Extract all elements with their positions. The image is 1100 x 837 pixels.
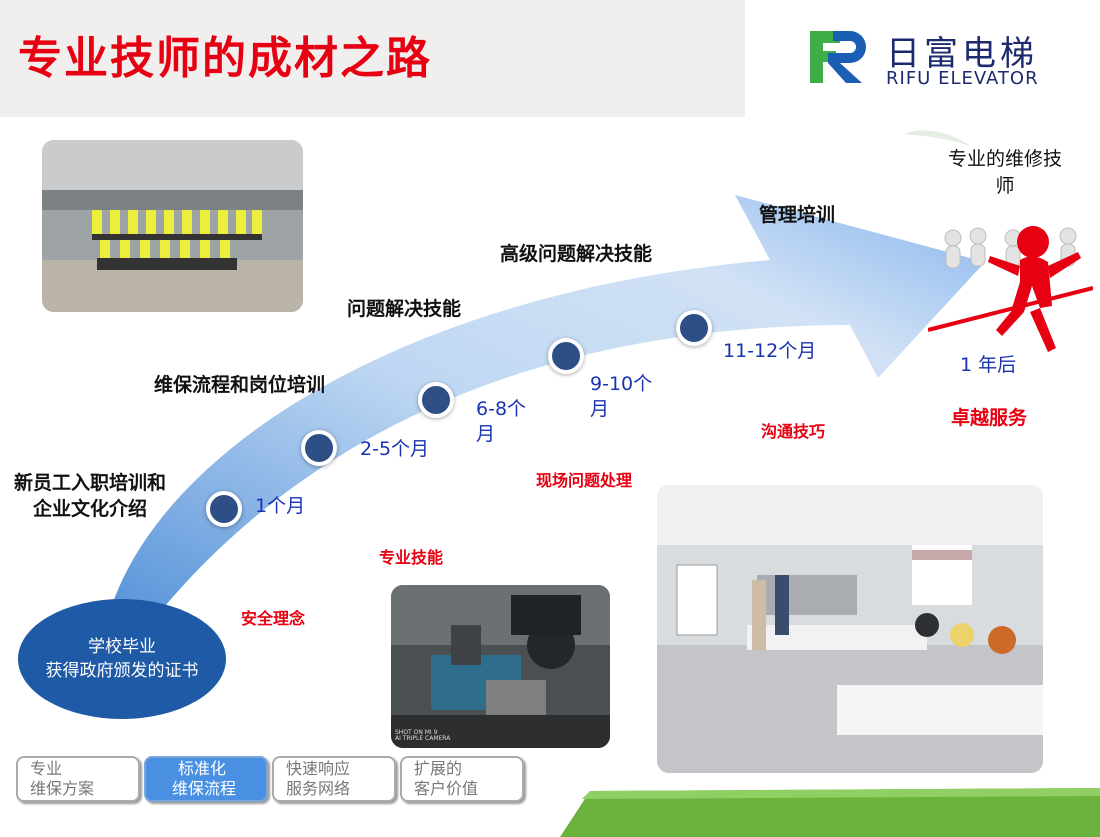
skill-safety: 安全理念 [241,609,306,628]
start-graduation-oval: 学校毕业 获得政府颁发的证书 [18,599,226,719]
tab-label-line1: 快速响应 [286,759,351,778]
milestone-dot-5 [676,310,712,346]
logo-english-name: RIFU ELEVATOR [886,68,1039,89]
period-1-month: 1个月 [255,495,306,517]
milestone-dot-1 [206,491,242,527]
tab-label-line2: 维保流程 [172,779,237,798]
period-2-5-months: 2-5个月 [360,438,430,460]
stage-advanced-problem-solving: 高级问题解决技能 [500,243,653,265]
title-band [0,0,745,117]
tab-label-line2: 服务网络 [286,779,351,798]
tab-label-line1: 扩展的 [414,759,463,778]
tab-standard-process[interactable]: 标准化 维保流程 [144,756,268,802]
tab-professional-plan[interactable]: 专业 维保方案 [16,756,140,802]
rifu-logo-icon [810,31,866,83]
skill-excellent-service: 卓越服务 [951,407,1028,429]
stage-onboarding: 新员工入职培训和 企业文化介绍 [14,472,167,520]
period-11-12-months: 11-12个月 [723,340,817,362]
stage-problem-solving: 问题解决技能 [347,298,462,320]
decorative-swoosh [904,130,970,146]
footer-green-band [560,788,1100,837]
tab-label-line2: 客户价值 [414,779,479,798]
start-line-2: 获得政府颁发的证书 [45,661,199,681]
classroom-training-photo [657,485,1043,773]
period-6-8-months: 6-8个 月 [476,398,527,445]
start-line-1: 学校毕业 [88,637,156,657]
field-training-photo [391,585,610,748]
milestone-dot-4 [548,338,584,374]
tab-label-line1: 专业 [30,759,63,778]
logo-chinese-name: 日富电梯 [886,34,1038,74]
tab-customer-value[interactable]: 扩展的 客户价值 [400,756,524,802]
period-9-10-months: 9-10个 月 [590,373,653,420]
stage-process-training: 维保流程和岗位培训 [154,374,326,396]
skill-professional: 专业技能 [379,548,444,567]
page-title: 专业技师的成材之路 [18,33,432,84]
skill-onsite-problems: 现场问题处理 [536,471,633,490]
goal-title: 专业的维修技 师 [947,148,1062,197]
milestone-dot-2 [301,430,337,466]
stage-management-training: 管理培训 [759,204,836,226]
goal-timeframe: 1 年后 [960,354,1017,376]
tab-label-line2: 维保方案 [30,779,95,798]
photo-watermark: SHOT ON MI 9 AI TRIPLE CAMERA [395,729,451,742]
winner-figure-icon [928,226,1093,352]
milestone-dot-3 [418,382,454,418]
skill-communication: 沟通技巧 [761,422,826,441]
team-group-photo [42,140,303,312]
tab-label-line1: 标准化 [178,759,227,778]
tab-fast-response[interactable]: 快速响应 服务网络 [272,756,396,802]
